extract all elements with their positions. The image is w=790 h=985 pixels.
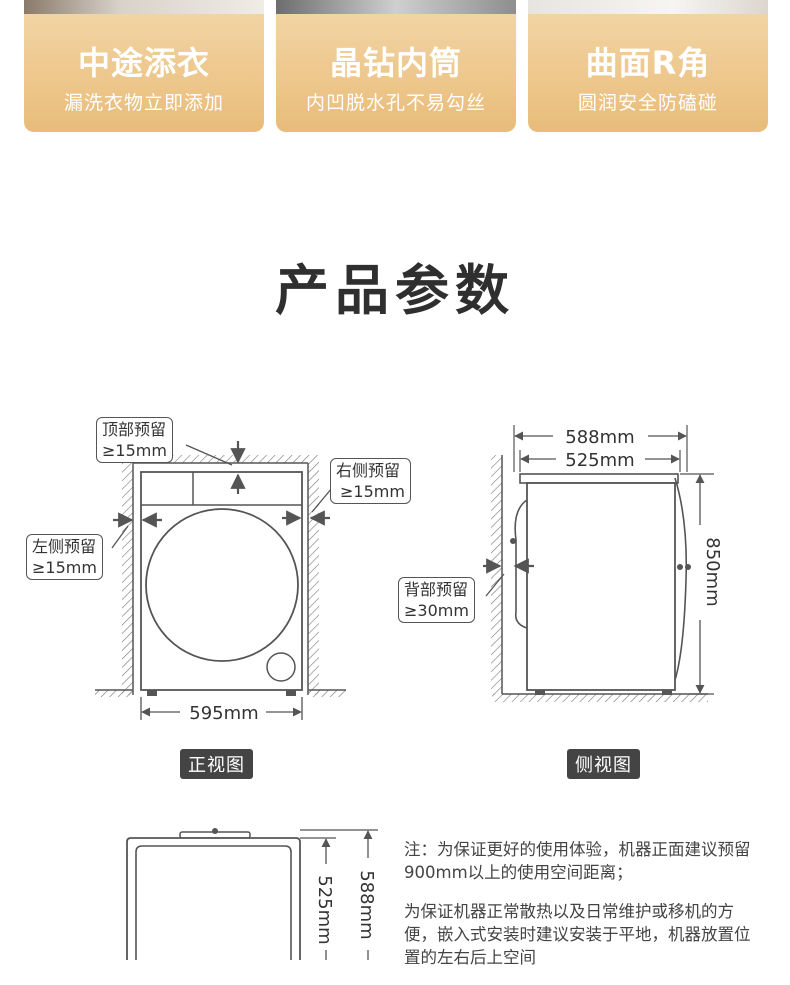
left-wall-hatch [122, 455, 133, 695]
note-paragraph-2: 为保证机器正常散热以及日常维护或移机的方便，嵌入式安装时建议安装于平地，机器放置… [404, 902, 751, 967]
right-clearance-name: 右侧预留 [336, 461, 401, 480]
top-clearance-label: 顶部预留 ≥15mm [96, 417, 173, 463]
card-photo-strip [276, 0, 516, 14]
back-clearance-label: 背部预留 ≥30mm [398, 577, 475, 623]
back-wall-hatch [491, 455, 502, 695]
card-title: 晶钻内筒 [329, 44, 462, 82]
right-wall-hatch [308, 455, 319, 695]
front-view-drawing: 595mm [95, 441, 346, 724]
card-subtitle: 圆润安全防磕碰 [577, 92, 718, 114]
feature-card-3: 曲面R角 圆润安全防磕碰 [528, 0, 768, 132]
front-door [145, 508, 299, 662]
card-title: 中途添衣 [77, 44, 210, 82]
left-clearance-value: ≥15mm [32, 558, 97, 577]
side-depth-body-label: 525mm [565, 450, 634, 471]
side-view-drawing: 588mm 525mm 850mm [483, 425, 723, 702]
left-clearance-label: 左侧预留 ≥15mm [26, 534, 103, 580]
back-clearance-value: ≥30mm [404, 601, 469, 620]
install-notes: 注：为保证更好的使用体验，机器正面建议预留900mm以上的使用空间距离； 为保证… [404, 838, 764, 985]
top-clearance-value: ≥15mm [102, 441, 167, 460]
card-photo-strip [24, 0, 264, 14]
card-title: 曲面R角 [585, 44, 711, 82]
side-machine-top [519, 473, 679, 484]
side-depth-total-label: 588mm [565, 427, 634, 448]
side-view-label: 侧视图 [567, 749, 640, 779]
side-height-label: 850mm [702, 537, 723, 606]
filter-cap [266, 652, 296, 682]
top-depth-total-label: 588mm [356, 870, 377, 939]
card-photo-strip [528, 0, 768, 14]
top-view-drawing: 525mm 588mm [126, 828, 378, 960]
front-view-label: 正视图 [180, 749, 253, 779]
side-floor-hatch [492, 694, 708, 702]
floor-hatch-left [95, 690, 133, 697]
card-subtitle: 内凹脱水孔不易勾丝 [305, 92, 486, 114]
floor-hatch-right [308, 690, 346, 697]
right-clearance-value: ≥15mm [340, 482, 405, 501]
top-clearance-name: 顶部预留 [102, 420, 167, 439]
back-clearance-name: 背部预留 [404, 580, 469, 599]
left-clearance-name: 左侧预留 [32, 537, 97, 556]
dimension-diagrams: 595mm 588mm 525mm [95, 425, 723, 960]
feature-card-1: 中途添衣 漏洗衣物立即添加 [24, 0, 264, 132]
side-machine-body [526, 482, 676, 691]
card-subtitle: 漏洗衣物立即添加 [63, 92, 224, 114]
right-clearance-label: 右侧预留 ≥15mm [330, 458, 411, 504]
feature-card-2: 晶钻内筒 内凹脱水孔不易勾丝 [276, 0, 516, 132]
front-width-label: 595mm [189, 703, 258, 724]
section-title: 产品参数 [275, 259, 515, 322]
top-wall-hatch [133, 455, 308, 463]
note-paragraph-1: 注：为保证更好的使用体验，机器正面建议预留900mm以上的使用空间距离； [404, 840, 751, 882]
top-depth-body-label: 525mm [314, 875, 335, 944]
